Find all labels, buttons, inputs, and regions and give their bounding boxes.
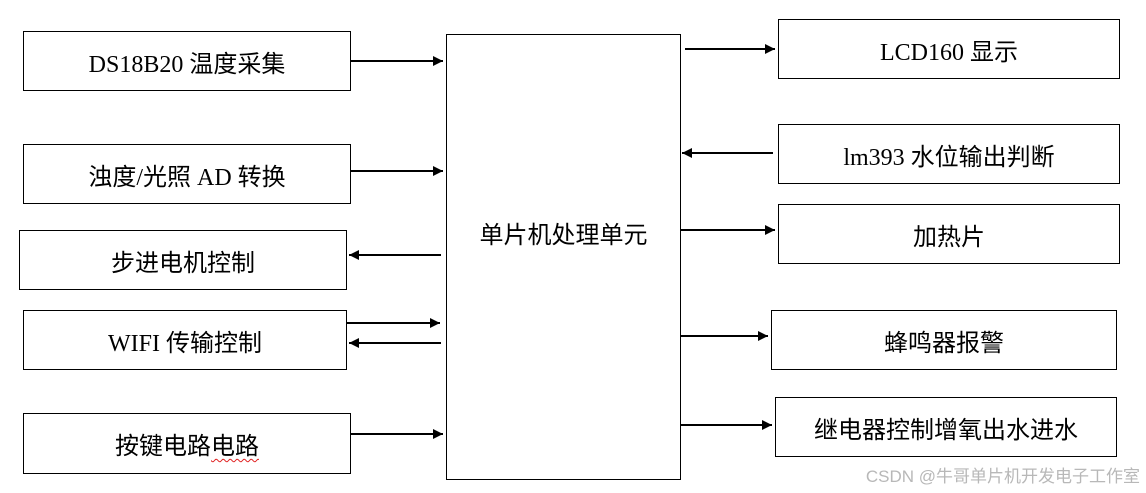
- watermark: CSDN @牛哥单片机开发电子工作室: [865, 467, 1140, 486]
- heater-label: 加热片: [913, 224, 985, 251]
- key-circuit-label-b: 电路: [211, 434, 259, 460]
- mcu-block: 单片机处理单元: [446, 34, 681, 480]
- relay-label: 继电器控制增氧出水进水: [814, 417, 1078, 444]
- wifi-block: WIFI 传输控制: [23, 310, 347, 370]
- turbidity-light-label: 浊度/光照 AD 转换: [88, 164, 286, 191]
- water-level-label: lm393 水位输出判断: [843, 144, 1055, 171]
- turbidity-light-block: 浊度/光照 AD 转换: [23, 144, 351, 204]
- lcd-block: LCD160 显示: [778, 19, 1120, 79]
- buzzer-label: 蜂鸣器报警: [884, 330, 1004, 357]
- stepper-motor-label: 步进电机控制: [111, 250, 255, 277]
- stepper-motor-block: 步进电机控制: [19, 230, 347, 290]
- key-circuit-label: 按键电路电路: [115, 426, 259, 461]
- water-level-block: lm393 水位输出判断: [778, 124, 1120, 184]
- key-circuit-label-a: 按键电路: [115, 434, 211, 460]
- wifi-label: WIFI 传输控制: [108, 330, 262, 357]
- lcd-label: LCD160 显示: [880, 39, 1018, 66]
- buzzer-block: 蜂鸣器报警: [771, 310, 1117, 370]
- temperature-block: DS18B20 温度采集: [23, 31, 351, 91]
- heater-block: 加热片: [778, 204, 1120, 264]
- relay-block: 继电器控制增氧出水进水: [775, 397, 1117, 457]
- mcu-label: 单片机处理单元: [479, 223, 648, 249]
- key-circuit-block: 按键电路电路: [23, 413, 351, 474]
- temperature-label: DS18B20 温度采集: [88, 51, 286, 78]
